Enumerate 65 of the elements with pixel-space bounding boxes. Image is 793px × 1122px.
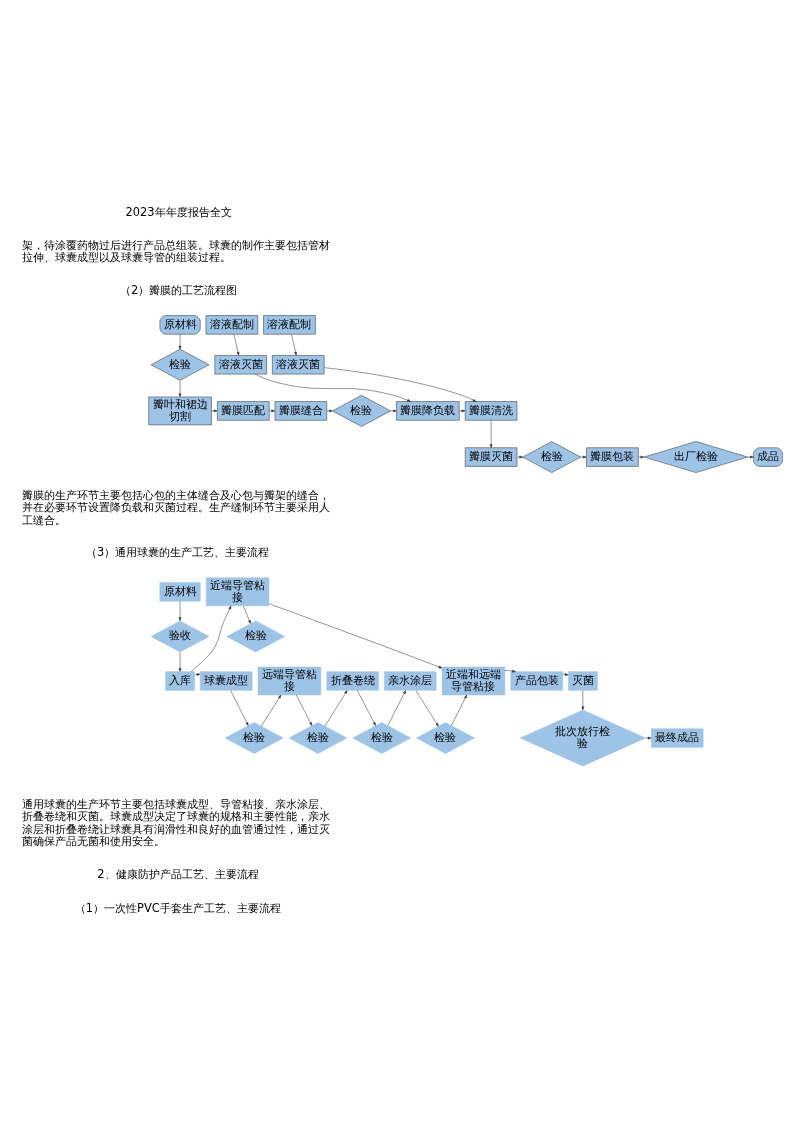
arrow [211,409,218,413]
label: 2023年年度报告全文 [125,205,232,220]
node-box: 原材料 [159,315,201,335]
label: 瓣膜的生产环节主要包括心包的主体缝合及心包与瓣架的缝合，并在必要环节设置降负载和灭菌过程。生产缝制环节主要采用人工缝合。 [21,487,330,527]
arrow [324,690,348,727]
node-box: 近端导管粘接 [206,577,270,607]
arrow [324,367,477,402]
arrow [243,605,251,624]
node-box: 入库 [165,671,195,691]
node-box: 成品 [753,447,783,467]
node-diamond: 出厂检验 [643,441,748,473]
arrow [459,409,466,413]
arrow [255,373,411,402]
arrow [261,694,282,727]
arrow [230,690,249,726]
node-box: 溶液配制 [263,315,316,335]
arrow [580,455,587,459]
label: （2）瓣膜的工艺流程图 [119,283,238,298]
node-box: 近端和远端导管粘接 [441,666,506,696]
node-diamond: 检验 [332,395,391,427]
arrow [357,690,376,726]
arrow [489,420,493,448]
arrow [387,690,406,726]
node-box: 溶液灭菌 [214,355,267,375]
arrow [415,690,439,727]
arrow [638,455,645,459]
arrow [747,455,754,459]
arrow [190,605,232,672]
node-diamond: 验收 [150,620,210,653]
arrow [178,651,182,672]
node-box: 灭菌 [568,671,598,691]
node-box: 原材料 [159,582,201,602]
node-box: 折叠卷绕 [326,671,379,691]
arrow [178,333,182,350]
arrow [326,409,333,413]
label: 架，待涂覆药物过后进行产品总组装。球囊的制作主要包括管材拉伸、球囊成型以及球囊导管的组装过程。 [21,237,330,265]
node-box: 溶液灭菌 [272,355,325,375]
arrow [516,455,523,459]
node-box: 最终成品 [651,728,704,748]
arrow [451,694,467,726]
node-box: 瓣叶和裙边切割 [148,396,212,426]
node-box: 亲水涂层 [384,671,437,691]
label: 通用球囊的生产环节主要包括球囊成型、导管粘接、亲水涂层、折叠卷绕和灭菌。球囊成型决定了球囊的规格和主要性能，亲水涂层和折叠卷绕让球囊具有润滑性和良好的血管通过性，通过灭菌确保产品无菌和使用安全。 [21,796,330,849]
arrow [581,690,585,711]
arrow [504,669,516,673]
node-diamond: 检验 [150,348,210,381]
arrow [562,673,569,676]
node-box: 溶液配制 [205,315,259,335]
arrow [268,603,443,669]
arrow [233,333,240,356]
arrow [390,409,397,413]
arrow [269,409,276,413]
node-diamond: 批次放行检验 [519,709,646,767]
node-box: 球囊成型 [200,671,253,691]
arrow [194,673,201,676]
node-box: 远端导管粘接 [257,666,322,696]
label: （3）通用球囊的生产工艺、主要流程 [85,545,270,560]
label: （1）一次性PVC手套生产工艺、主要流程 [74,900,281,915]
arrow [296,694,313,726]
arrow [645,736,652,740]
label: 2、健康防护产品工艺、主要流程 [97,866,259,881]
arrow [178,380,182,398]
node-box: 瓣膜清洗 [464,401,518,421]
arrow [178,601,182,621]
arrow [291,333,297,356]
